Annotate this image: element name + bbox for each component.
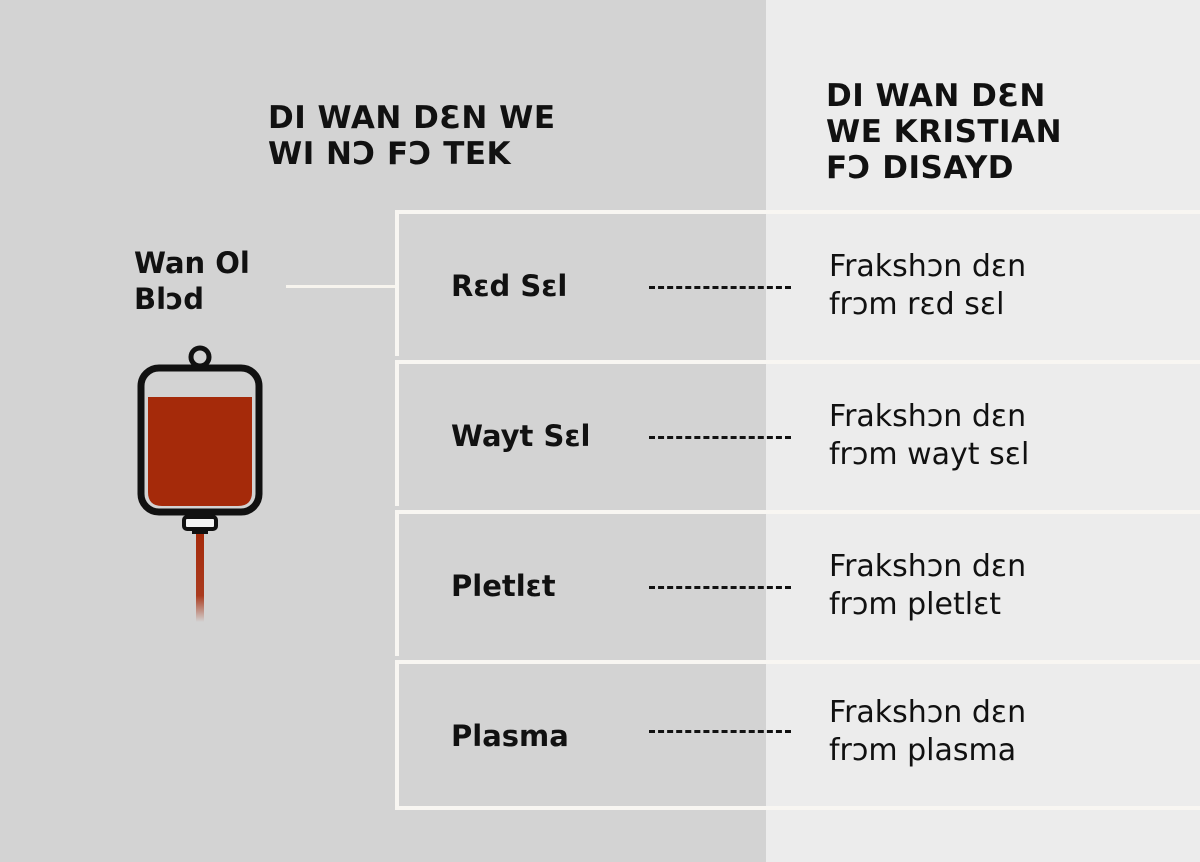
component-label: Rɛd Sɛl	[451, 269, 568, 303]
fraction-description: Frakshɔn dɛn frɔm pletlɛt	[829, 549, 1027, 622]
left-column-background	[0, 0, 766, 862]
dashed-connector	[649, 730, 791, 733]
dashed-connector	[649, 286, 791, 289]
whole-blood-connector-line	[286, 285, 398, 288]
fractions-table: Rɛd Sɛl Frakshɔn dɛn frɔm rɛd sɛl Wayt S…	[395, 210, 1200, 810]
table-row: Pletlɛt Frakshɔn dɛn frɔm pletlɛt	[395, 510, 1200, 656]
dashed-connector	[649, 436, 791, 439]
whole-blood-label: Wan Ol Blɔd	[134, 246, 250, 316]
right-column-heading: DI WAN DƐN WE KRISTIAN FƆ DISAYD	[826, 78, 1063, 186]
fraction-description: Frakshɔn dɛn frɔm plasma	[829, 695, 1027, 768]
component-label: Pletlɛt	[451, 569, 556, 603]
right-column-background	[766, 0, 1200, 862]
blood-bag-icon	[130, 340, 270, 634]
fraction-description: Frakshɔn dɛn frɔm wayt sɛl	[829, 399, 1030, 472]
component-label: Plasma	[451, 719, 569, 753]
component-label: Wayt Sɛl	[451, 419, 591, 453]
left-column-heading: DI WAN DƐN WE WI NƆ FƆ TEK	[268, 100, 556, 172]
table-row: Plasma Frakshɔn dɛn frɔm plasma	[395, 660, 1200, 810]
fraction-description: Frakshɔn dɛn frɔm rɛd sɛl	[829, 249, 1027, 322]
table-row: Wayt Sɛl Frakshɔn dɛn frɔm wayt sɛl	[395, 360, 1200, 506]
dashed-connector	[649, 586, 791, 589]
table-row: Rɛd Sɛl Frakshɔn dɛn frɔm rɛd sɛl	[395, 210, 1200, 356]
